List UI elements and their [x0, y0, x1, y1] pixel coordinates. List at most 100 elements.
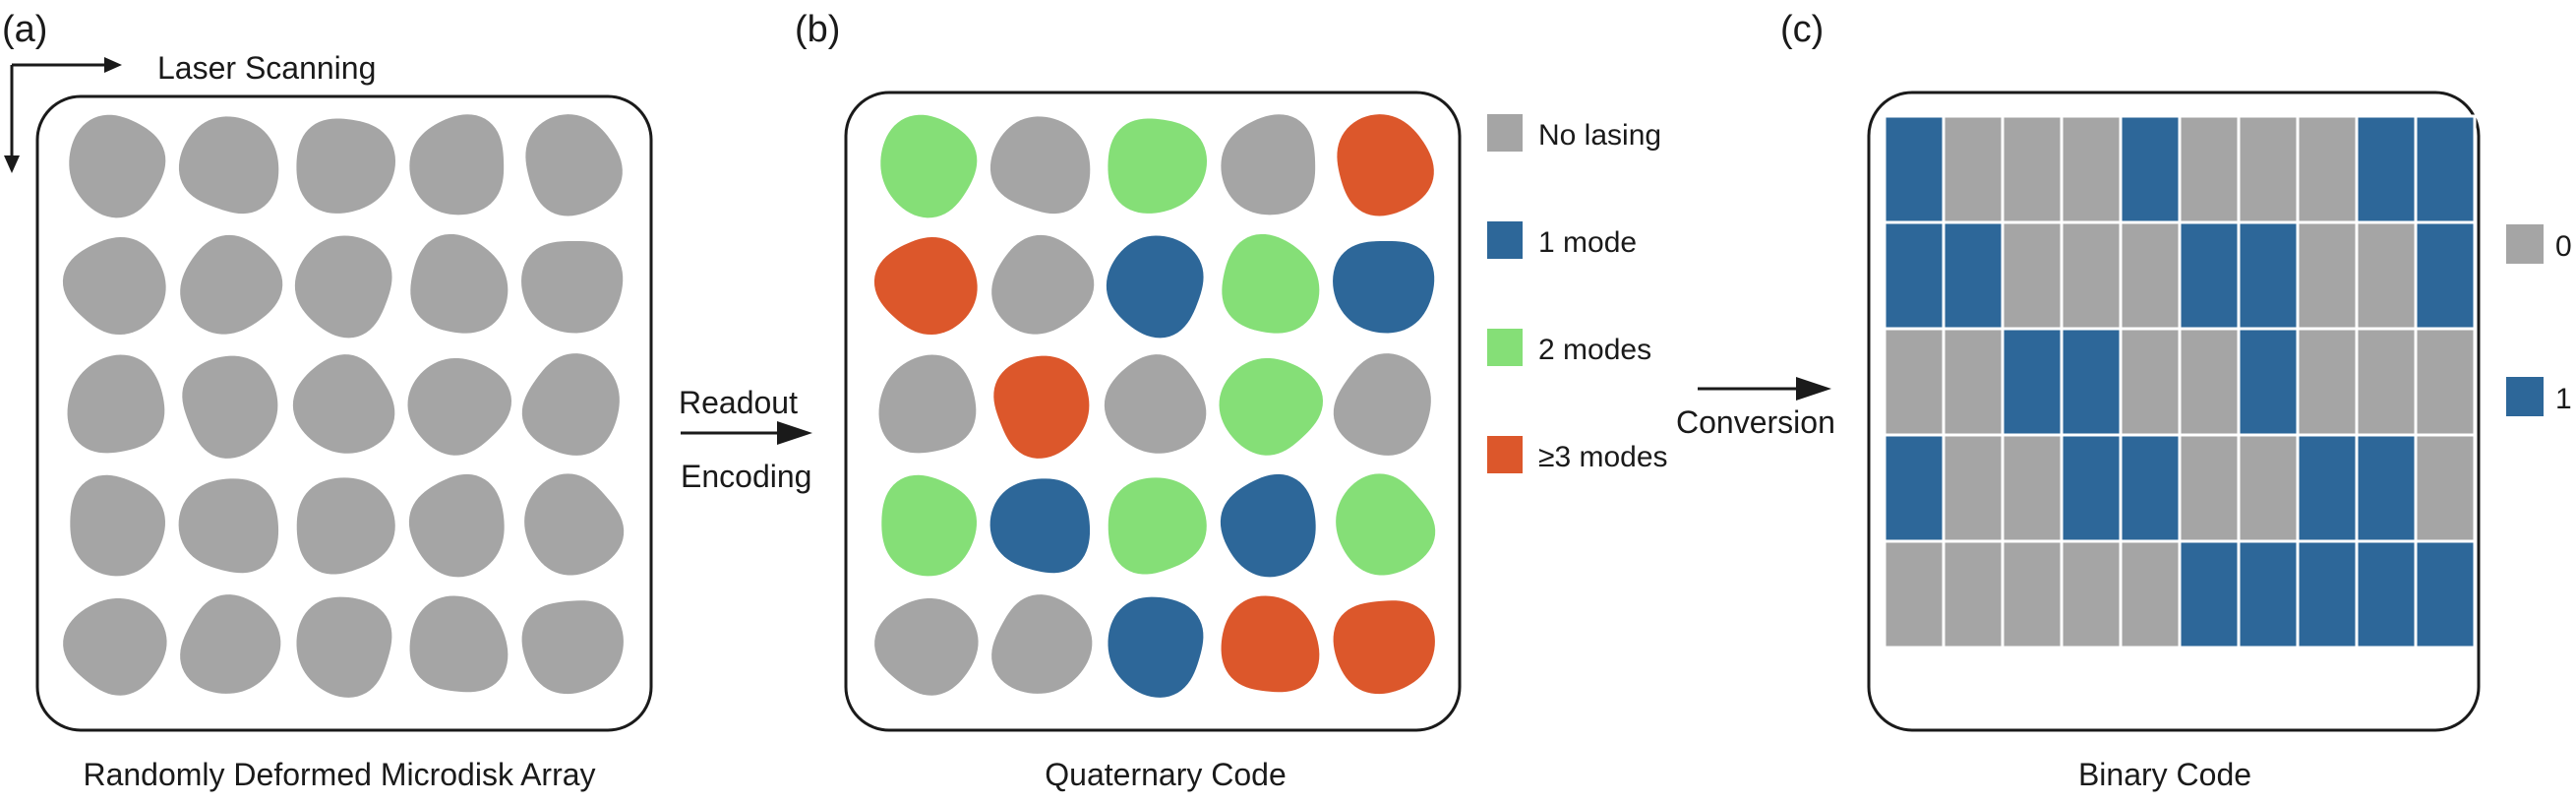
microdisk-grid-a — [62, 114, 625, 698]
microdisk-a-disk-r3c1 — [67, 354, 165, 454]
panel-a-caption: Randomly Deformed Microdisk Array — [83, 757, 595, 792]
bit-cell-r1c6 — [2178, 114, 2241, 224]
bit-cell-r3c6 — [2178, 327, 2241, 437]
microdisk-a-disk-r2c1 — [62, 236, 166, 336]
bit-cell-r4c9 — [2355, 433, 2418, 543]
bit-cell-r1c5 — [2119, 114, 2182, 224]
bit-cell-r2c8 — [2296, 220, 2359, 331]
microdisk-b-disk-r3c3 — [1104, 354, 1207, 454]
bit-cell-r3c3 — [2001, 327, 2064, 437]
legend-swatch-state-3 — [1487, 436, 1523, 473]
bit-cell-r1c10 — [2414, 114, 2477, 224]
panel-b-frame — [844, 91, 1462, 732]
microdisk-b-disk-r4c5 — [1336, 473, 1436, 576]
bit-cell-r2c6 — [2178, 220, 2241, 331]
conversion-arrow-group: Conversion — [1676, 377, 1835, 440]
bit-cell-r5c8 — [2296, 539, 2359, 649]
bit-cell-r1c8 — [2296, 114, 2359, 224]
legend-swatch-state-0 — [1487, 114, 1523, 152]
legend-label-state-0: No lasing — [1538, 119, 1661, 152]
panel-c-caption: Binary Code — [2078, 757, 2251, 792]
microdisk-b-disk-r4c3 — [1108, 477, 1207, 575]
microdisk-a-disk-r3c4 — [407, 357, 512, 456]
panel-b-caption: Quaternary Code — [1045, 757, 1286, 792]
microdisk-b-disk-r2c4 — [1222, 233, 1320, 334]
readout-label: Readout — [679, 385, 798, 420]
bit-cell-r1c9 — [2355, 114, 2418, 224]
microdisk-b-disk-r4c2 — [989, 478, 1091, 574]
microdisk-a-disk-r1c2 — [178, 116, 279, 215]
microdisk-a-disk-r4c2 — [178, 478, 279, 574]
bit-cell-r5c9 — [2355, 539, 2418, 649]
microdisk-b-disk-r5c2 — [991, 594, 1093, 694]
microdisk-b-disk-r2c5 — [1333, 240, 1435, 334]
panel-a-frame — [35, 94, 653, 732]
microdisk-a-disk-r5c5 — [521, 600, 624, 695]
microdisk-a-disk-r5c2 — [180, 594, 281, 694]
legend-label-state-2: 2 modes — [1538, 334, 1651, 366]
panel-a-tag: (a) — [2, 9, 47, 50]
panel-c: (c) 01 Binary Code — [1780, 9, 2572, 792]
microdisk-b-disk-r3c2 — [993, 355, 1090, 459]
bit-cell-r4c5 — [2119, 433, 2182, 543]
microdisk-b-disk-r5c4 — [1221, 595, 1320, 693]
microdisk-b-disk-r3c5 — [1333, 353, 1431, 456]
panel-c-frame — [1867, 91, 2481, 732]
microdisk-a-disk-r1c1 — [69, 114, 166, 218]
microdisk-b-disk-r5c5 — [1333, 600, 1435, 695]
scan-horizontal-arrowhead — [104, 57, 122, 73]
microdisk-b-disk-r4c4 — [1220, 473, 1316, 578]
microdisk-b-disk-r4c1 — [881, 474, 977, 577]
microdisk-b-disk-r1c2 — [989, 116, 1091, 215]
bit-cell-r2c9 — [2355, 220, 2418, 331]
binary-grid — [1883, 114, 2477, 649]
microdisk-a-disk-r4c3 — [296, 477, 395, 575]
bit-cell-r5c1 — [1883, 539, 1946, 649]
binary-legend: 01 — [2506, 224, 2572, 416]
microdisk-a-disk-r5c3 — [296, 596, 392, 698]
microdisk-a-disk-r2c2 — [180, 234, 283, 335]
bit-cell-r3c4 — [2060, 327, 2123, 437]
bit-cell-r1c7 — [2237, 114, 2300, 224]
microdisk-b-disk-r5c3 — [1108, 596, 1204, 698]
conversion-arrowhead — [1796, 377, 1831, 401]
bit-cell-r1c2 — [1942, 114, 2005, 224]
legend-swatch-state-1 — [1487, 221, 1523, 259]
legend-label-bit-0: 0 — [2555, 230, 2572, 263]
microdisk-a-disk-r1c5 — [525, 114, 623, 216]
legend-label-bit-1: 1 — [2555, 383, 2572, 415]
bit-cell-r4c8 — [2296, 433, 2359, 543]
microdisk-a-disk-r3c3 — [292, 354, 395, 454]
bit-cell-r1c1 — [1883, 114, 1946, 224]
microdisk-a-disk-r2c5 — [521, 240, 624, 334]
legend-label-state-1: 1 mode — [1538, 226, 1637, 259]
panel-c-tag: (c) — [1780, 9, 1824, 50]
bit-cell-r2c2 — [1942, 220, 2005, 331]
microdisk-a-disk-r4c1 — [70, 474, 165, 577]
bit-cell-r3c7 — [2237, 327, 2300, 437]
bit-cell-r5c6 — [2178, 539, 2241, 649]
microdisk-a-disk-r2c3 — [294, 235, 392, 339]
bit-cell-r4c4 — [2060, 433, 2123, 543]
microdisk-a-disk-r2c4 — [410, 233, 509, 334]
readout-encoding-arrow-group: Readout Encoding — [679, 385, 812, 494]
bit-cell-r4c2 — [1942, 433, 2005, 543]
bit-cell-r4c1 — [1883, 433, 1946, 543]
bit-cell-r4c10 — [2414, 433, 2477, 543]
bit-cell-r5c10 — [2414, 539, 2477, 649]
microdisk-a-disk-r1c3 — [296, 118, 396, 214]
bit-cell-r4c6 — [2178, 433, 2241, 543]
microdisk-a-disk-r3c5 — [521, 353, 620, 456]
legend-label-state-3: ≥3 modes — [1538, 441, 1668, 473]
bit-cell-r2c7 — [2237, 220, 2300, 331]
bit-cell-r2c4 — [2060, 220, 2123, 331]
microdisk-b-disk-r2c1 — [873, 236, 978, 336]
microdisk-a-disk-r5c4 — [409, 595, 509, 693]
bit-cell-r1c3 — [2001, 114, 2064, 224]
microdisk-b-disk-r3c4 — [1219, 357, 1324, 456]
bit-cell-r2c1 — [1883, 220, 1946, 331]
scan-vertical-arrowhead — [4, 155, 20, 173]
bit-cell-r5c7 — [2237, 539, 2300, 649]
legend-swatch-state-2 — [1487, 329, 1523, 366]
